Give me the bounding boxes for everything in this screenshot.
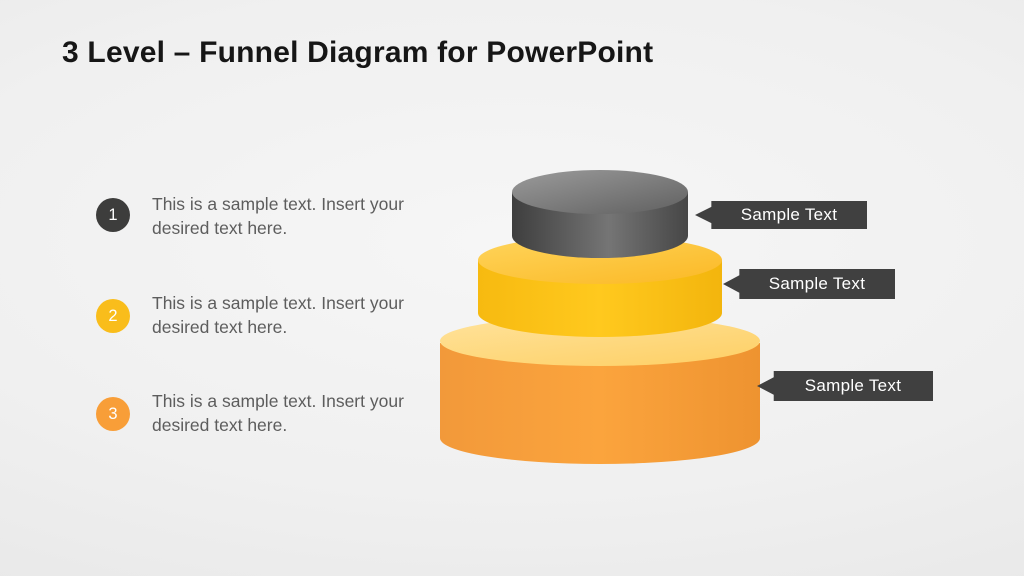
- callout-label-3[interactable]: Sample Text: [757, 371, 933, 401]
- funnel-level-2-shape[interactable]: [478, 236, 722, 337]
- number-badge-2: 2: [96, 299, 130, 333]
- sample-text-placeholder-2[interactable]: This is a sample text. Insert your desir…: [152, 293, 404, 337]
- callout-label-1[interactable]: Sample Text: [695, 201, 867, 229]
- number-badge-3: 3: [96, 397, 130, 431]
- slide-title: 3 Level – Funnel Diagram for PowerPoint: [62, 36, 654, 69]
- funnel-level-3-shape[interactable]: [440, 316, 760, 464]
- funnel-level-1-shape[interactable]: [512, 170, 688, 258]
- sample-text-placeholder-3[interactable]: This is a sample text. Insert your desir…: [152, 391, 404, 435]
- number-badge-1: 1: [96, 198, 130, 232]
- callout-label-2[interactable]: Sample Text: [723, 269, 895, 299]
- funnel-diagram: [440, 170, 760, 464]
- sample-text-placeholder-1[interactable]: This is a sample text. Insert your desir…: [152, 194, 404, 238]
